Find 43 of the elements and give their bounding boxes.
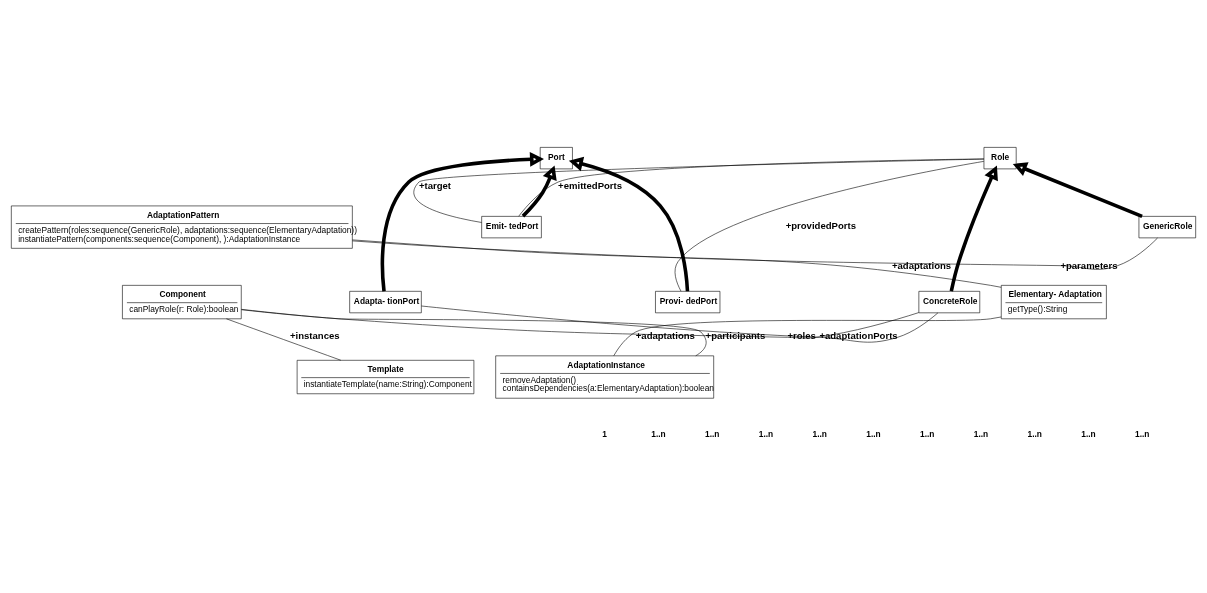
edge-label: +parameters (1060, 259, 1118, 271)
node-box: GenericRole (1138, 215, 1196, 238)
connector (241, 308, 707, 356)
node-box: Adapta- tionPort (349, 290, 422, 313)
connector (413, 158, 985, 223)
node-box: Component canPlayRole(r: Role):boolean (122, 284, 242, 319)
edge-label: +target (418, 179, 452, 191)
connector (352, 239, 1002, 288)
connector (352, 237, 1158, 270)
node-box: ConcreteRole (918, 290, 981, 313)
label: 1..n (920, 428, 935, 439)
label: 1..n (973, 428, 989, 439)
label: 1..n (1027, 428, 1042, 439)
node-box: Role (983, 146, 1017, 169)
edge-label: +providedPorts (785, 219, 856, 231)
label: 1..n (705, 428, 720, 439)
label: 1..n (1081, 428, 1096, 439)
edge-label: +adaptations (635, 329, 695, 341)
arrow (380, 151, 544, 291)
node-box: Emit- tedPort (481, 215, 542, 238)
arrow (1012, 161, 1143, 218)
edge-label: +participants (705, 329, 766, 341)
connector (613, 316, 1002, 356)
edge-label: +instances (289, 329, 340, 341)
connector (674, 160, 985, 291)
node-box: Elementary- Adaptation getType():String (1000, 284, 1107, 319)
edge-label: +roles (787, 329, 816, 341)
label: 1..n (758, 428, 774, 439)
arrow (949, 165, 998, 292)
edge-label: +emittedPorts (558, 179, 623, 191)
arrow (568, 156, 690, 291)
edge-label: +adaptations (891, 259, 952, 271)
label: 1..n (812, 428, 827, 439)
node-box: Port (539, 146, 573, 169)
node-box: Provi- dedPort (655, 290, 721, 313)
label: 1..n (651, 428, 666, 439)
arrow (521, 164, 557, 217)
node-box: Template instantiateTemplate(name:String):Component (296, 359, 475, 394)
connector (518, 158, 985, 217)
label: 1..n (866, 428, 881, 439)
label: 1 (602, 428, 607, 439)
label: 1..n (1135, 428, 1150, 439)
connector (421, 305, 939, 342)
